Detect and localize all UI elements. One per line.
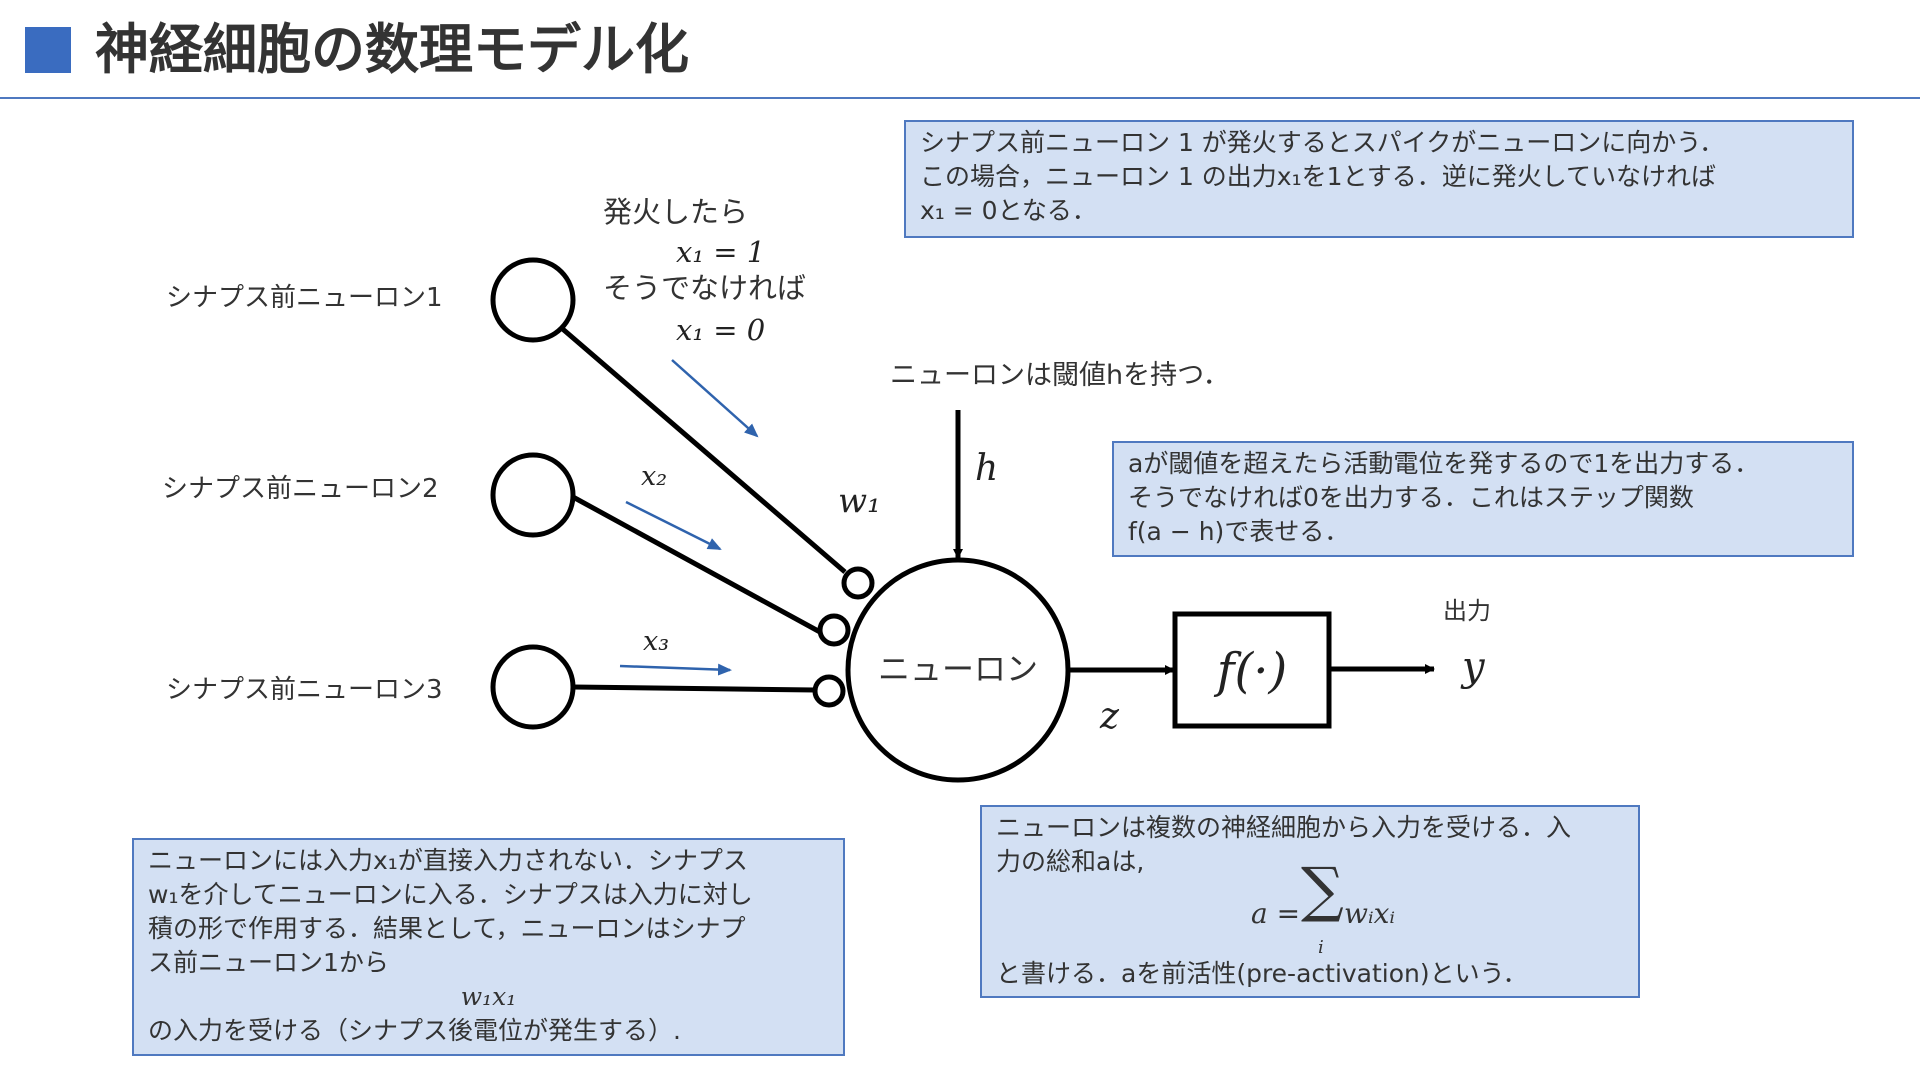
firing-explanation-line-3: x₁ = 0となる．	[920, 196, 1097, 225]
pre-neuron-2-circle	[490, 452, 576, 538]
threshold-explanation-line-2: そうでなければ0を出力する．これはステップ関数	[1128, 483, 1694, 512]
x3-arrow	[619, 663, 732, 676]
synapse-1	[841, 566, 875, 600]
sum-formula: a = ∑ i wᵢxᵢ	[996, 860, 1624, 958]
page-title: 神経細胞の数理モデル化	[95, 18, 689, 81]
pre-neuron-1-label: シナプス前ニューロン1	[166, 283, 443, 313]
synapse-3	[812, 674, 846, 708]
pre-neuron-2-label: シナプス前ニューロン2	[162, 474, 439, 504]
f-label: f(·)	[1214, 643, 1287, 699]
y-label: y	[1460, 644, 1486, 690]
synapse-formula: w₁x₁	[460, 982, 517, 1011]
synapse-explanation-line-5: の入力を受ける（シナプス後電位が発生する）.	[148, 1016, 681, 1045]
connection-line-1	[556, 323, 847, 574]
synapse-explanation-line-4: ス前ニューロン1から	[148, 948, 389, 977]
output-label: 出力	[1443, 597, 1491, 625]
threshold-text: ニューロンは閾値hを持つ．	[890, 360, 1230, 391]
w1-label: w₁	[838, 481, 881, 521]
title-rule	[0, 97, 1920, 99]
x1-arrow	[671, 359, 759, 438]
connection-line-2	[571, 494, 822, 635]
input-sum-line-2: 力の総和aは,	[996, 847, 1145, 876]
synapse-explanation-line-3: 積の形で作用する．結果として，ニューロンはシナプ	[148, 914, 746, 943]
title-square-icon	[25, 27, 71, 73]
synapse-explanation-line-1: ニューロンには入力x₁が直接入力されない．シナプス	[148, 846, 748, 875]
pre-neuron-3-label: シナプス前ニューロン3	[166, 675, 443, 705]
pre-neuron-1-circle	[490, 257, 576, 343]
synapse-explanation-box: ニューロンには入力x₁が直接入力されない．シナプス w₁を介してニューロンに入る…	[132, 838, 845, 1056]
threshold-explanation-box: aが閾値を超えたら活動電位を発するので1を出力する． そうでなければ0を出力する…	[1112, 441, 1854, 557]
firing-explanation-line-2: この場合，ニューロン 1 の出力x₁を1とする．逆に発火していなければ	[920, 162, 1717, 191]
fire-text: 発火したら	[603, 195, 748, 229]
threshold-explanation-line-1: aが閾値を超えたら活動電位を発するので1を出力する．	[1128, 449, 1760, 478]
synapse-explanation-line-2: w₁を介してニューロンに入る．シナプスは入力に対し	[148, 880, 753, 909]
x2-label: x₂	[641, 461, 667, 492]
x3-label: x₃	[643, 626, 669, 657]
pre-neuron-3-circle	[490, 644, 576, 730]
connection-line-3	[572, 684, 816, 693]
input-sum-box: ニューロンは複数の神経細胞から入力を受ける．入 力の総和aは, a = ∑ i …	[980, 805, 1640, 998]
firing-explanation-box: シナプス前ニューロン 1 が発火するとスパイクがニューロンに向かう． この場合，…	[904, 120, 1854, 238]
h-label: h	[975, 448, 998, 489]
neuron-circle	[845, 557, 1071, 783]
else-text: そうでなければ	[603, 271, 806, 305]
synapse-2	[817, 613, 851, 647]
firing-explanation-line-1: シナプス前ニューロン 1 が発火するとスパイクがニューロンに向かう．	[920, 128, 1725, 157]
input-sum-line-3: と書ける．aを前活性(pre-activation)という．	[996, 959, 1528, 988]
sum-index: i	[1318, 937, 1324, 958]
x2-arrow	[625, 500, 722, 551]
input-sum-line-1: ニューロンは複数の神経細胞から入力を受ける．入	[996, 813, 1572, 842]
neuron-label: ニューロン	[878, 650, 1038, 688]
x1-equals-0: x₁ = 0	[676, 313, 765, 347]
sum-formula-a: a =	[1251, 897, 1301, 930]
activation-function-box	[1172, 611, 1332, 729]
sum-term: wᵢxᵢ	[1344, 897, 1396, 930]
threshold-explanation-line-3: f(a − h)で表せる．	[1128, 517, 1350, 546]
z-label: z	[1099, 696, 1120, 737]
x1-equals-1: x₁ = 1	[676, 235, 765, 269]
title-bar: 神経細胞の数理モデル化	[0, 0, 1920, 100]
sum-sigma-symbol: ∑	[1301, 855, 1344, 925]
